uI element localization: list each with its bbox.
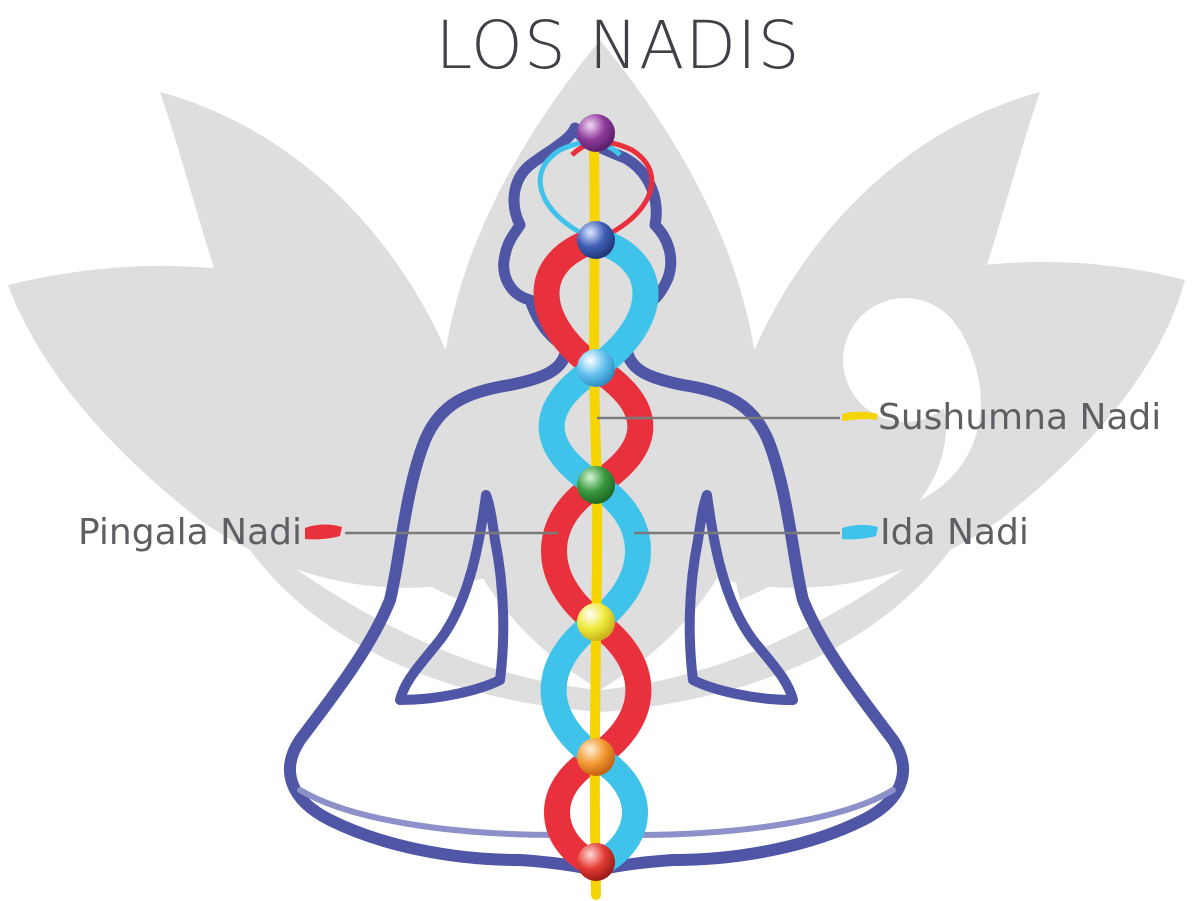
label-pingala-nadi: Pingala Nadi: [78, 512, 302, 553]
label-sushumna-nadi: Sushumna Nadi: [878, 397, 1161, 438]
chakra-throat: [577, 349, 615, 387]
chakra-crown: [577, 114, 615, 152]
label-ida-nadi: Ida Nadi: [880, 512, 1029, 553]
chakra-sacral: [577, 738, 615, 776]
chakra-third-eye: [577, 221, 615, 259]
chakra-solar-plexus: [577, 603, 615, 641]
sushumna-channel: [594, 150, 597, 895]
chakra-root: [577, 843, 615, 881]
page-title: LOS NADIS: [436, 7, 801, 84]
chakras: [577, 114, 615, 881]
chakra-heart: [577, 466, 615, 504]
